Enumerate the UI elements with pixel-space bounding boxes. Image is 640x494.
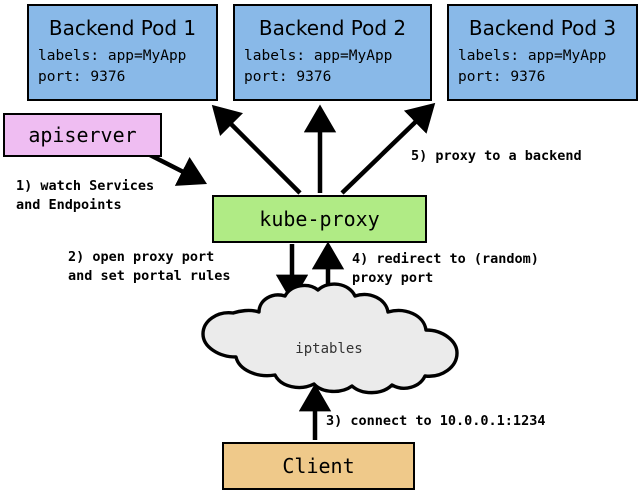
edge-label-step5: 5) proxy to a backend xyxy=(411,148,582,164)
edge-label-step4: 4) redirect to (random) proxy port xyxy=(352,250,539,288)
edge-label-step3: 3) connect to 10.0.0.1:1234 xyxy=(326,413,546,429)
edge-label-step2-line2: and set portal rules xyxy=(68,268,231,285)
edge-label-step1-line2: and Endpoints xyxy=(16,197,122,214)
iptables-cloud xyxy=(201,282,459,395)
arrow-kubeproxy-to-pod3 xyxy=(340,102,436,195)
client-node: Client xyxy=(222,442,415,490)
backend-pod-1: Backend Pod 1 labels: app=MyApp port: 93… xyxy=(27,4,218,101)
apiserver-node: apiserver xyxy=(3,113,162,157)
arrow-kubeproxy-to-pod1 xyxy=(211,104,302,195)
edge-label-step4-line2: proxy port xyxy=(352,270,434,287)
backend-pod-3-port: port: 9376 xyxy=(458,69,546,85)
backend-pod-2: Backend Pod 2 labels: app=MyApp port: 93… xyxy=(233,4,432,101)
kube-proxy-label: kube-proxy xyxy=(259,207,380,231)
edge-label-step2: 2) open proxy port and set portal rules xyxy=(68,248,231,286)
edge-label-step2-line1: 2) open proxy port xyxy=(68,249,215,265)
backend-pod-2-port: port: 9376 xyxy=(244,69,332,85)
edge-label-step1: 1) watch Services and Endpoints xyxy=(16,177,154,215)
backend-pod-1-title: Backend Pod 1 xyxy=(48,15,197,40)
backend-pod-3-title: Backend Pod 3 xyxy=(468,15,617,40)
backend-pod-2-title: Backend Pod 2 xyxy=(258,15,407,40)
backend-pod-2-labels: labels: app=MyApp xyxy=(244,47,393,64)
client-label: Client xyxy=(282,454,355,478)
edge-label-step1-line1: 1) watch Services xyxy=(16,178,155,194)
edge-label-step4-line1: 4) redirect to (random) xyxy=(352,251,539,267)
backend-pod-3-labels: labels: app=MyApp xyxy=(458,47,607,64)
apiserver-label: apiserver xyxy=(28,123,137,147)
backend-pod-1-labels: labels: app=MyApp xyxy=(38,47,187,64)
kube-proxy-node: kube-proxy xyxy=(212,195,427,243)
backend-pod-1-port: port: 9376 xyxy=(38,69,126,85)
arrow-apiserver-to-kubeproxy xyxy=(148,152,208,186)
backend-pod-3: Backend Pod 3 labels: app=MyApp port: 93… xyxy=(447,4,638,101)
iptables-label: iptables xyxy=(295,341,363,357)
